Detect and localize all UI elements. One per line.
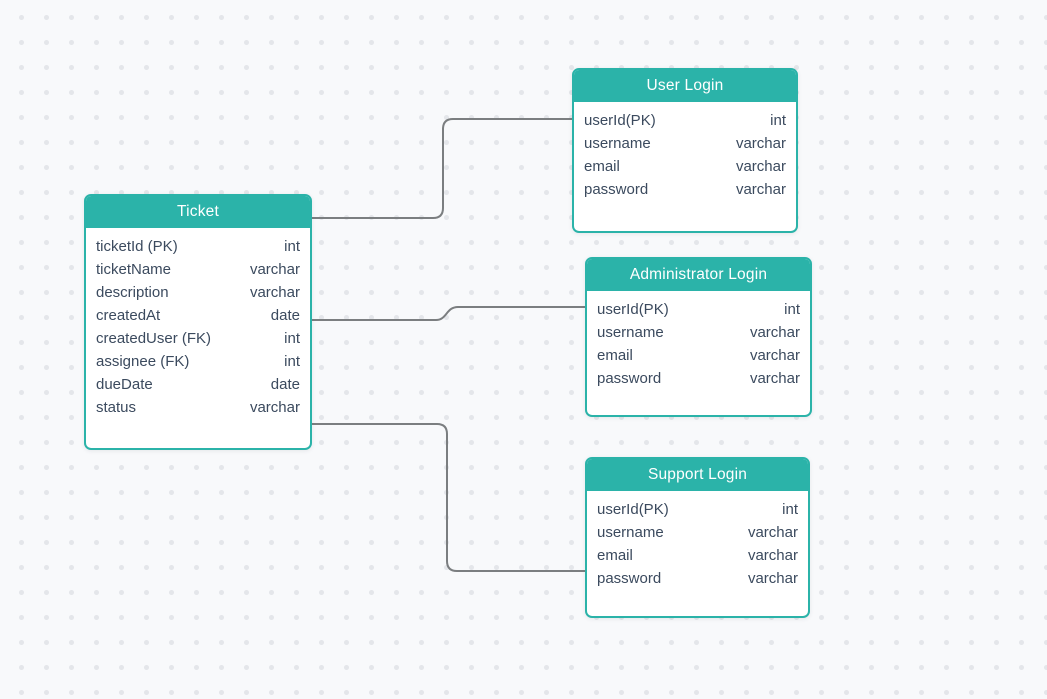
column-data-type: varchar (735, 158, 786, 175)
column-field-name: password (597, 570, 662, 587)
column-field-name: ticketId (PK) (96, 238, 178, 255)
column-data-type: varchar (735, 181, 786, 198)
column-data-type: varchar (749, 347, 800, 364)
entity-title: Administrator Login (587, 259, 810, 291)
column-data-type: int (284, 238, 300, 255)
column-row[interactable]: username varchar (597, 521, 798, 544)
column-row[interactable]: userId(PK) int (597, 298, 800, 321)
column-row[interactable]: userId(PK) int (597, 498, 798, 521)
column-row[interactable]: dueDate date (96, 373, 300, 396)
column-field-name: createdAt (96, 307, 161, 324)
entity-title: Ticket (86, 196, 310, 228)
column-field-name: userId(PK) (584, 112, 656, 129)
column-field-name: dueDate (96, 376, 153, 393)
entity-columns: userId(PK) int username varchar email varchar… (587, 491, 808, 590)
column-field-name: email (584, 158, 620, 175)
column-row[interactable]: status varchar (96, 396, 300, 419)
column-field-name: username (597, 524, 664, 541)
column-row[interactable]: userId(PK) int (584, 109, 786, 132)
column-row[interactable]: password varchar (597, 567, 798, 590)
column-field-name: username (584, 135, 651, 152)
column-field-name: email (597, 547, 633, 564)
column-data-type: int (770, 112, 786, 129)
column-data-type: int (782, 501, 798, 518)
column-row[interactable]: description varchar (96, 281, 300, 304)
column-field-name: description (96, 284, 169, 301)
column-field-name: status (96, 399, 137, 416)
connector-ticket-support-login[interactable] (311, 423, 586, 572)
column-row[interactable]: email varchar (597, 544, 798, 567)
column-data-type: varchar (747, 524, 798, 541)
column-field-name: ticketName (96, 261, 172, 278)
entity-support-login[interactable]: Support Login userId(PK) int username varch… (585, 457, 810, 618)
entity-columns: userId(PK) int username varchar email varchar… (587, 291, 810, 390)
column-data-type: varchar (747, 547, 798, 564)
column-data-type: varchar (747, 570, 798, 587)
entity-administrator-login[interactable]: Administrator Login userId(PK) int usernam… (585, 257, 812, 417)
column-field-name: userId(PK) (597, 501, 669, 518)
column-data-type: int (284, 353, 300, 370)
column-data-type: int (284, 330, 300, 347)
column-data-type: int (784, 301, 800, 318)
column-data-type: varchar (735, 135, 786, 152)
column-field-name: password (584, 181, 649, 198)
column-data-type: varchar (249, 399, 300, 416)
column-row[interactable]: ticketId (PK) int (96, 235, 300, 258)
column-field-name: email (597, 347, 633, 364)
entity-title: Support Login (587, 459, 808, 491)
column-row[interactable]: ticketName varchar (96, 258, 300, 281)
column-field-name: userId(PK) (597, 301, 669, 318)
column-data-type: date (270, 376, 300, 393)
column-data-type: varchar (749, 324, 800, 341)
entity-columns: userId(PK) int username varchar email varchar… (574, 102, 796, 201)
column-row[interactable]: createdAt date (96, 304, 300, 327)
connector-ticket-user-login[interactable] (311, 118, 573, 219)
column-field-name: assignee (FK) (96, 353, 190, 370)
column-row[interactable]: createdUser (FK) int (96, 327, 300, 350)
column-data-type: date (270, 307, 300, 324)
column-row[interactable]: username varchar (584, 132, 786, 155)
column-field-name: createdUser (FK) (96, 330, 212, 347)
column-row[interactable]: assignee (FK) int (96, 350, 300, 373)
column-row[interactable]: email varchar (584, 155, 786, 178)
column-field-name: password (597, 370, 662, 387)
column-row[interactable]: password varchar (597, 367, 800, 390)
entity-ticket[interactable]: Ticket ticketId (PK) int ticketName varchar… (84, 194, 312, 450)
connector-ticket-administrator-login[interactable] (311, 306, 586, 321)
column-data-type: varchar (249, 284, 300, 301)
column-row[interactable]: email varchar (597, 344, 800, 367)
column-data-type: varchar (249, 261, 300, 278)
column-row[interactable]: password varchar (584, 178, 786, 201)
column-data-type: varchar (749, 370, 800, 387)
column-field-name: username (597, 324, 664, 341)
entity-title: User Login (574, 70, 796, 102)
column-row[interactable]: username varchar (597, 321, 800, 344)
